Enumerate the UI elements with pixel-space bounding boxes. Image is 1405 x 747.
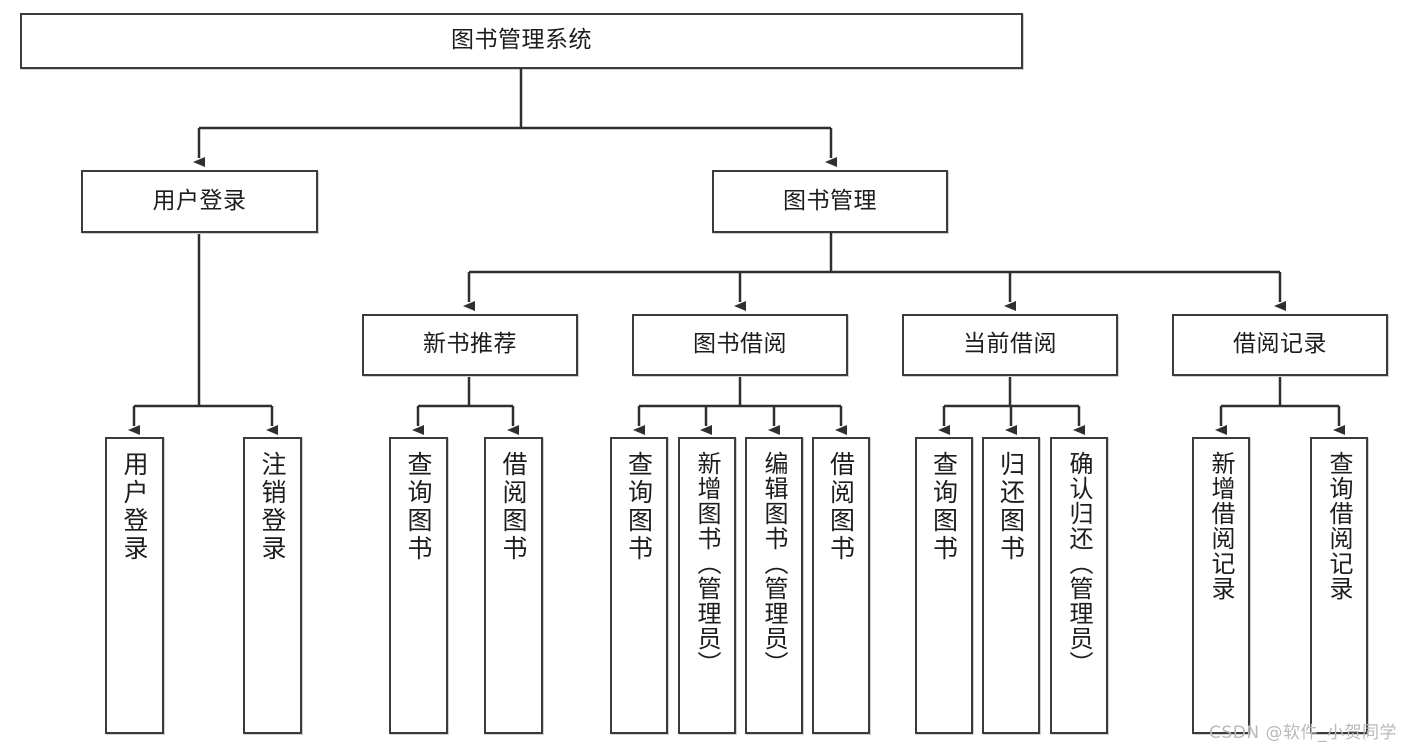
node-book-management[interactable]: 图书管理	[712, 170, 948, 233]
node-label: 新增借阅记录	[1207, 451, 1235, 601]
leaf-node-return-book[interactable]: 归还图书	[982, 437, 1040, 734]
node-label: 新书推荐	[423, 331, 517, 358]
node-label: 查询图书	[404, 451, 433, 563]
leaf-node-add-book-admin[interactable]: 新增图书（管理员）	[678, 437, 736, 734]
leaf-node-query-borrow-record[interactable]: 查询借阅记录	[1310, 437, 1368, 734]
node-label: 借阅图书	[826, 451, 856, 563]
node-label: 借阅记录	[1233, 331, 1327, 358]
node-label: 新增图书（管理员）	[693, 451, 721, 676]
node-label: 用户登录	[120, 451, 149, 563]
leaf-node-user-login[interactable]: 用户登录	[105, 437, 164, 734]
node-label: 用户登录	[152, 187, 247, 214]
node-label: 归还图书	[996, 451, 1026, 563]
leaf-node-query-book-borrow[interactable]: 查询图书	[610, 437, 668, 734]
node-current-borrow[interactable]: 当前借阅	[902, 314, 1118, 376]
leaf-node-borrow-book-recommendation[interactable]: 借阅图书	[484, 437, 543, 734]
leaf-node-query-book-current[interactable]: 查询图书	[915, 437, 973, 734]
leaf-node-query-book-recommendation[interactable]: 查询图书	[389, 437, 448, 734]
node-new-book-recommendation[interactable]: 新书推荐	[362, 314, 578, 376]
leaf-node-add-borrow-record[interactable]: 新增借阅记录	[1192, 437, 1250, 734]
node-label: 查询图书	[929, 451, 959, 563]
leaf-node-edit-book-admin[interactable]: 编辑图书（管理员）	[745, 437, 803, 734]
node-label: 注销登录	[258, 451, 287, 563]
leaf-node-borrow-book[interactable]: 借阅图书	[812, 437, 870, 734]
node-label: 查询图书	[624, 451, 654, 563]
node-label: 当前借阅	[963, 331, 1057, 358]
node-book-borrow[interactable]: 图书借阅	[632, 314, 848, 376]
node-user-login[interactable]: 用户登录	[81, 170, 318, 233]
node-root-book-management-system[interactable]: 图书管理系统	[20, 13, 1023, 69]
node-label: 图书借阅	[693, 331, 787, 358]
node-label: 编辑图书（管理员）	[760, 451, 788, 676]
node-label: 确认归还（管理员）	[1065, 451, 1093, 676]
leaf-node-logout[interactable]: 注销登录	[243, 437, 302, 734]
node-borrow-record[interactable]: 借阅记录	[1172, 314, 1388, 376]
node-label: 图书管理	[783, 187, 877, 214]
node-label: 查询借阅记录	[1325, 451, 1353, 601]
leaf-node-confirm-return-admin[interactable]: 确认归还（管理员）	[1050, 437, 1108, 734]
node-label: 图书管理系统	[451, 27, 592, 54]
node-label: 借阅图书	[499, 451, 528, 563]
